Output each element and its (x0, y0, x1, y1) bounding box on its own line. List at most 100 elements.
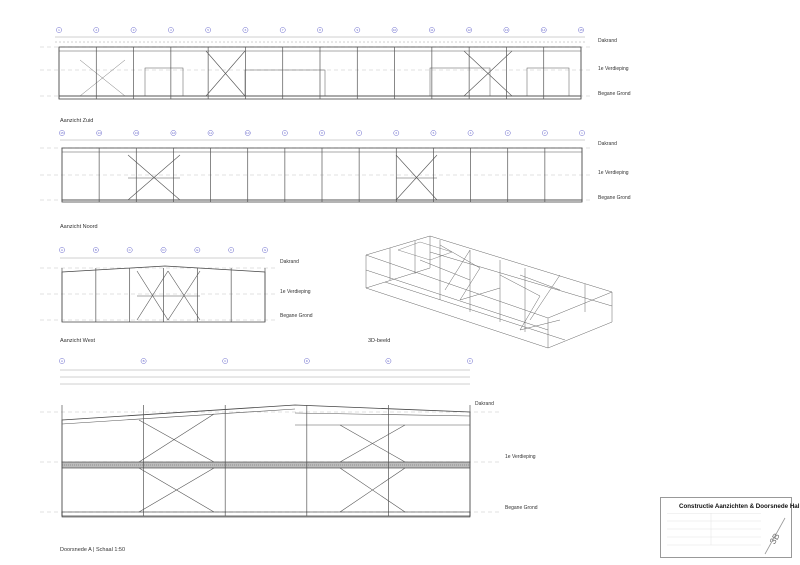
section-level-mid: 1e Verdieping (505, 454, 536, 460)
grid-bubble-label: F (230, 248, 232, 252)
west-level-mid: 1e Verdieping (280, 289, 311, 295)
grid-bubble (126, 247, 133, 253)
3d-view (365, 235, 613, 349)
grid-bubble-label: 4 (170, 28, 172, 32)
grid-bubble-label: 14 (97, 131, 101, 135)
grid-bubble-label: 3 (133, 28, 135, 32)
grid-bubble (356, 130, 362, 136)
grid-bubble (467, 358, 473, 364)
grid-bubble-label: 4 (470, 131, 472, 135)
grid-bubble-label: 1 (58, 28, 60, 32)
grid-bubble (542, 130, 548, 136)
grid-bubble (59, 358, 65, 364)
caption-south: Aanzicht Zuid (60, 118, 94, 124)
grid-bubble-label: D (306, 359, 309, 363)
grid-bubble-label: 5 (433, 131, 435, 135)
grid-bubble-label: 9 (284, 131, 286, 135)
grid-bubble-label: 7 (358, 131, 360, 135)
grid-bubble (170, 130, 177, 136)
title-block-grid (667, 513, 761, 546)
grid-bubble (96, 130, 102, 136)
grid-bubble (430, 130, 437, 136)
south-level-ground: Begane Grond (598, 91, 631, 97)
grid-bubble-label: E (387, 359, 389, 363)
grid-bubble (540, 27, 547, 33)
grid-bubble (317, 27, 323, 33)
grid-bubble-label: G (264, 248, 267, 252)
grid-bubble-label: 8 (319, 28, 321, 32)
grid-bubble (303, 358, 310, 364)
caption-3d: 3D-beeld (368, 338, 391, 344)
grid-bubble-label: 5 (207, 28, 209, 32)
grid-bubble-label: 12 (172, 131, 176, 135)
grid-bubble (56, 27, 62, 33)
grid-bubble-label: 13 (505, 28, 509, 32)
grid-bubble-label: 6 (245, 28, 247, 32)
caption-section: Doorsnede A | Schaal 1:50 (60, 547, 126, 553)
grid-bubble (466, 27, 472, 33)
grid-bubble-label: A (61, 359, 63, 363)
grid-bubble (59, 247, 65, 253)
grid-bubble (93, 27, 100, 33)
grid-bubble (578, 27, 584, 33)
grid-bubble (279, 27, 286, 33)
grid-bubble (168, 27, 174, 33)
grid-bubble (262, 247, 268, 253)
company-logo: 3B (764, 517, 786, 555)
grid-bubble-label: B (143, 359, 145, 363)
grid-bubble (467, 130, 474, 136)
grid-bubble-label: 15 (60, 131, 64, 135)
grid-bubble (282, 130, 288, 136)
grid-bubble-label: 10 (246, 131, 250, 135)
west-level-top: Dakrand (280, 259, 299, 265)
grid-bubble (504, 130, 511, 136)
north-level-ground: Begane Grond (598, 195, 631, 201)
grid-bubble (133, 130, 140, 136)
grid-bubble (244, 130, 251, 136)
grid-bubble (194, 247, 201, 253)
grid-bubble-label: 1 (581, 131, 583, 135)
grid-bubble-label: 9 (356, 28, 358, 32)
grid-bubble (391, 27, 398, 33)
grid-bubble-label: 12 (467, 28, 471, 32)
west-level-ground: Begane Grond (280, 313, 313, 319)
grid-bubble-label: 6 (395, 131, 397, 135)
grid-bubble (205, 27, 211, 33)
grid-bubble (503, 27, 510, 33)
grid-bubble (385, 358, 392, 364)
grid-bubble-label: 3 (507, 131, 509, 135)
grid-bubble (354, 27, 361, 33)
svg-text:3B: 3B (768, 531, 782, 546)
grid-bubble-label: 2 (544, 131, 546, 135)
grid-bubble (242, 27, 249, 33)
grid-bubble-label: 2 (95, 28, 97, 32)
south-level-mid: 1e Verdieping (598, 66, 629, 72)
south-level-top: Dakrand (598, 38, 617, 44)
grid-bubble-label: 15 (579, 28, 583, 32)
grid-bubble-label: 14 (542, 28, 546, 32)
section-level-ground: Begane Grond (505, 505, 538, 511)
grid-bubble (579, 130, 585, 136)
grid-bubble-label: 8 (321, 131, 323, 135)
grid-bubble-label: B (95, 248, 97, 252)
grid-bubble (429, 27, 435, 33)
north-level-top: Dakrand (598, 141, 617, 147)
grid-bubble (393, 130, 400, 136)
grid-bubble (130, 27, 137, 33)
grid-bubble-label: A (61, 248, 63, 252)
title-block: Constructie Aanzichten & Doorsnede Hal 3… (660, 497, 799, 558)
grid-bubble-label: 10 (393, 28, 397, 32)
grid-bubble-label: 13 (135, 131, 139, 135)
grid-bubble (59, 130, 65, 136)
grid-bubble-label: 7 (282, 28, 284, 32)
drawing-title: Constructie Aanzichten & Doorsnede Hal (679, 503, 800, 510)
grid-bubble-label: C (129, 248, 132, 252)
grid-bubble (207, 130, 214, 136)
